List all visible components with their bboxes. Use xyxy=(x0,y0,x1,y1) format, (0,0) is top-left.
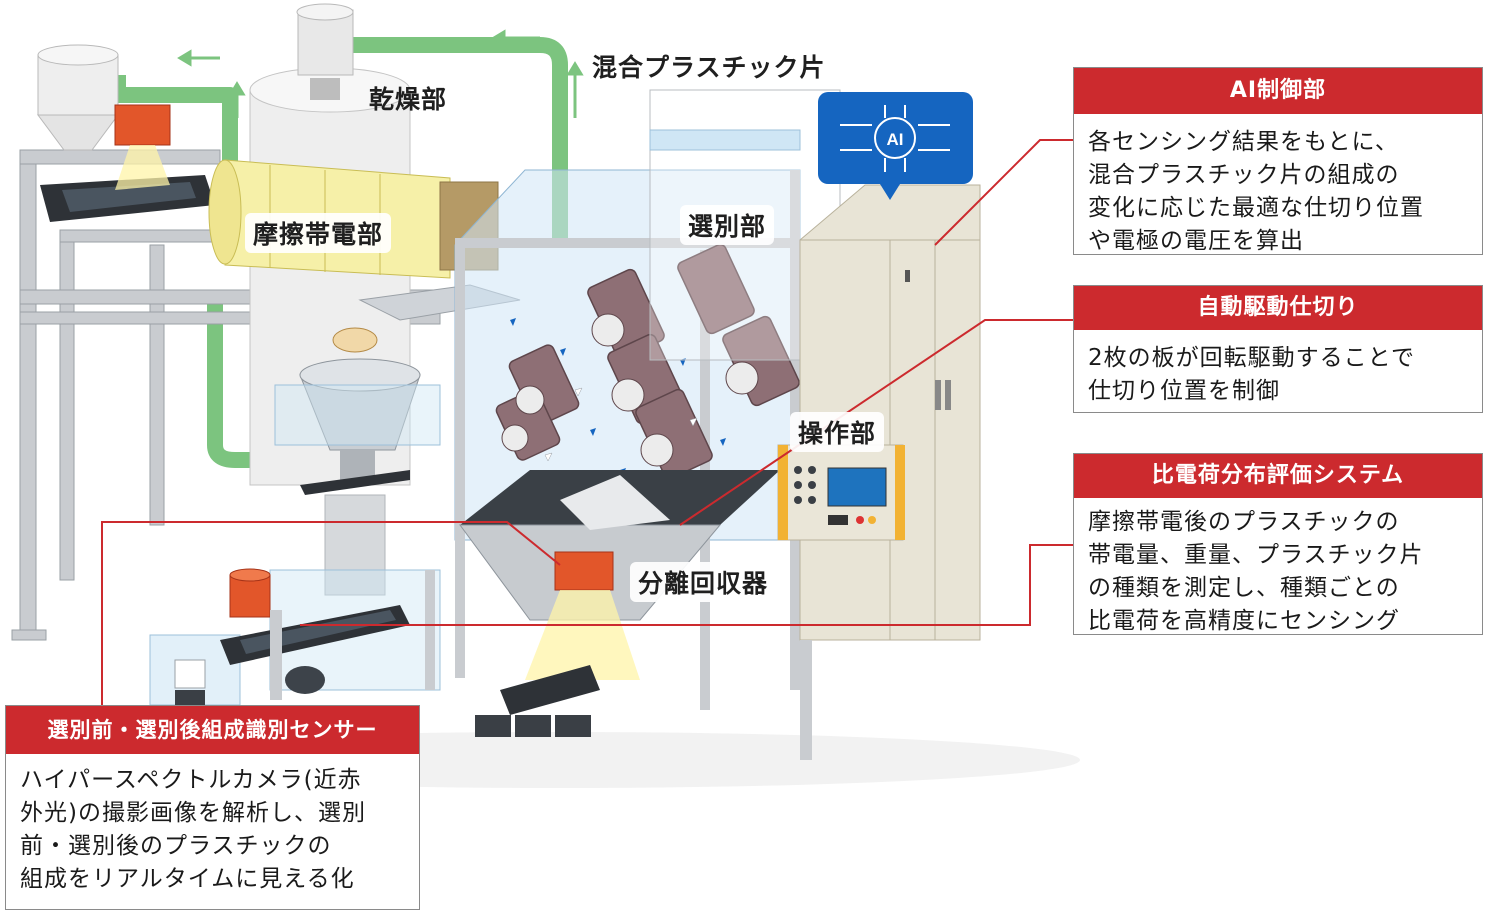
label-operation: 操作部 xyxy=(790,412,885,452)
top-conveyor xyxy=(40,104,215,222)
callout-charge-eval: 比電荷分布評価システム 摩擦帯電後のプラスチックの 帯電量、重量、プラスチック片… xyxy=(1073,453,1483,635)
ai-badge-text: AI xyxy=(887,130,904,149)
bottom-conveyor xyxy=(149,568,441,708)
flow-arrows xyxy=(177,29,584,118)
operation-panel xyxy=(777,444,905,541)
callout-auto-partition-title: 自動駆動仕切り xyxy=(1074,286,1482,330)
callout-charge-eval-body: 摩擦帯電後のプラスチックの 帯電量、重量、プラスチック片 の種類を測定し、種類ご… xyxy=(1088,509,1424,634)
callout-composition-sensor: 選別前・選別後組成識別センサー ハイパースペクトルカメラ(近赤 外光)の撮影画像… xyxy=(5,705,420,910)
feed-hopper xyxy=(37,44,119,151)
callout-composition-sensor-body: ハイパースペクトルカメラ(近赤 外光)の撮影画像を解析し、選別 前・選別後のプラ… xyxy=(20,767,366,892)
label-triboelectric: 摩擦帯電部 xyxy=(245,213,392,253)
callout-ai-control-body: 各センシング結果をもとに、 混合プラスチック片の組成の 変化に応じた最適な仕切り… xyxy=(1088,129,1424,254)
callout-ai-control: AI制御部 各センシング結果をもとに、 混合プラスチック片の組成の 変化に応じた… xyxy=(1073,67,1483,255)
leader-lines xyxy=(101,139,1075,705)
callout-ai-control-title: AI制御部 xyxy=(1074,68,1482,114)
callout-charge-eval-title: 比電荷分布評価システム xyxy=(1074,454,1482,498)
ai-badge: AI xyxy=(818,92,973,200)
label-separation: 分離回収器 xyxy=(630,562,777,602)
callout-composition-sensor-title: 選別前・選別後組成識別センサー xyxy=(6,706,419,754)
label-sorting: 選別部 xyxy=(680,205,775,245)
callout-auto-partition: 自動駆動仕切り 2枚の板が回転駆動することで 仕切り位置を制御 xyxy=(1073,285,1483,413)
label-mixed-plastic: 混合プラスチック片 xyxy=(592,53,826,82)
separation-hopper xyxy=(459,470,780,737)
label-drying: 乾燥部 xyxy=(369,85,448,114)
chute-and-cone xyxy=(274,284,521,596)
callout-auto-partition-body: 2枚の板が回転駆動することで 仕切り位置を制御 xyxy=(1088,345,1415,404)
